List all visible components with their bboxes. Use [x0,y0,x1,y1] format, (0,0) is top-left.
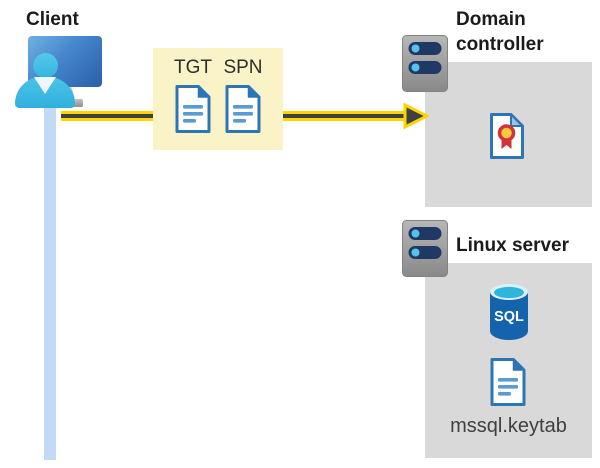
keytab-document-icon [490,358,526,406]
tgt-ticket: TGT [171,57,215,134]
domain-controller-server-icon [402,35,448,92]
linux-server-icon [402,220,448,277]
linux-server-title: Linux server [456,235,569,256]
auth-request-arrow-head-icon [403,102,429,130]
client-title: Client [26,9,79,30]
client-connection-line [44,92,56,460]
certificate-icon [490,113,524,159]
ticket-box: TGT SPN [153,48,283,150]
user-icon-head [33,53,58,78]
domain-controller-title: Domain controller [456,9,544,55]
spn-document-icon [225,85,261,133]
sql-icon-label: SQL [494,309,524,325]
sql-database-icon: SQL [490,284,528,340]
spn-ticket: SPN [221,57,265,134]
tgt-label: TGT [174,57,212,78]
keytab-file-label: mssql.keytab [450,415,567,437]
spn-label: SPN [223,57,263,78]
tgt-document-icon [175,85,211,133]
